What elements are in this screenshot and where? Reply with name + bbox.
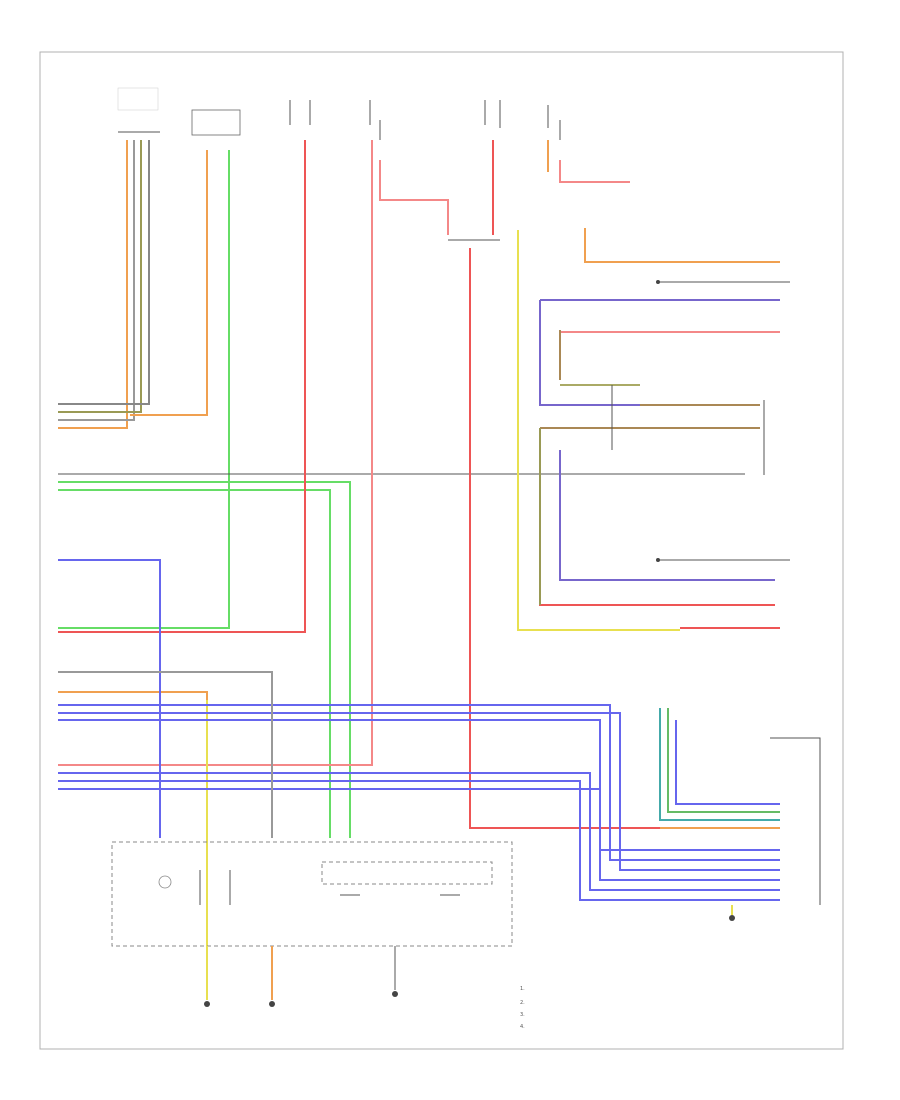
wire-green-2	[58, 481, 351, 838]
right-connectors	[656, 280, 790, 562]
wire-red-6	[469, 248, 660, 829]
wire-green-3	[58, 489, 331, 838]
wire-orange-3	[584, 228, 780, 263]
wire-blue-1	[58, 559, 161, 838]
wire-green-1	[58, 150, 230, 629]
wire-right-drop	[770, 737, 821, 905]
top-left-sensor	[117, 87, 160, 133]
wire-olive-left	[58, 140, 142, 413]
wire-blue-5	[58, 772, 780, 891]
wire-blue-6	[58, 780, 780, 901]
fuse-block-top	[289, 100, 561, 140]
wire-red-7	[539, 430, 775, 606]
wire-blue-3	[58, 712, 780, 871]
wire-blue-right	[675, 720, 780, 805]
diagram-frame	[39, 51, 844, 1050]
wire-orange-left	[58, 140, 128, 429]
bottom-module-internals	[158, 870, 460, 905]
legend-2: 2.	[520, 1000, 525, 1006]
wire-red-1	[58, 140, 306, 633]
wire-violet-3	[559, 450, 775, 581]
wire-green-right	[667, 708, 780, 813]
legend-1: 1.	[520, 986, 525, 992]
wire-blue-7	[58, 788, 780, 851]
legend-3: 3.	[520, 1012, 525, 1018]
wire-gray-left-2	[58, 140, 150, 405]
wire-orange-mod	[130, 150, 208, 416]
ground-2	[269, 1001, 275, 1007]
wire-blue-2	[58, 704, 780, 861]
legend: 1. 2. 3. 4.	[520, 986, 525, 1030]
ground-4	[729, 915, 735, 921]
wire-red-3	[379, 160, 449, 235]
bottom-submodule	[321, 861, 493, 885]
wire-teal-1	[659, 708, 780, 821]
wire-blue-4	[58, 719, 780, 881]
splice-block-mid	[448, 239, 613, 450]
wire-violet-2	[539, 300, 760, 406]
wire-red-5	[559, 160, 630, 183]
wire-gray-left-1	[58, 140, 135, 421]
wire-gray-2	[58, 671, 273, 838]
top-module-box	[191, 109, 241, 136]
bottom-module	[111, 841, 513, 947]
legend-4: 4.	[520, 1024, 525, 1030]
ground-1	[204, 1001, 210, 1007]
wire-yellow-1	[517, 230, 680, 631]
ground-3	[392, 991, 398, 997]
wire-red-2	[58, 140, 373, 766]
